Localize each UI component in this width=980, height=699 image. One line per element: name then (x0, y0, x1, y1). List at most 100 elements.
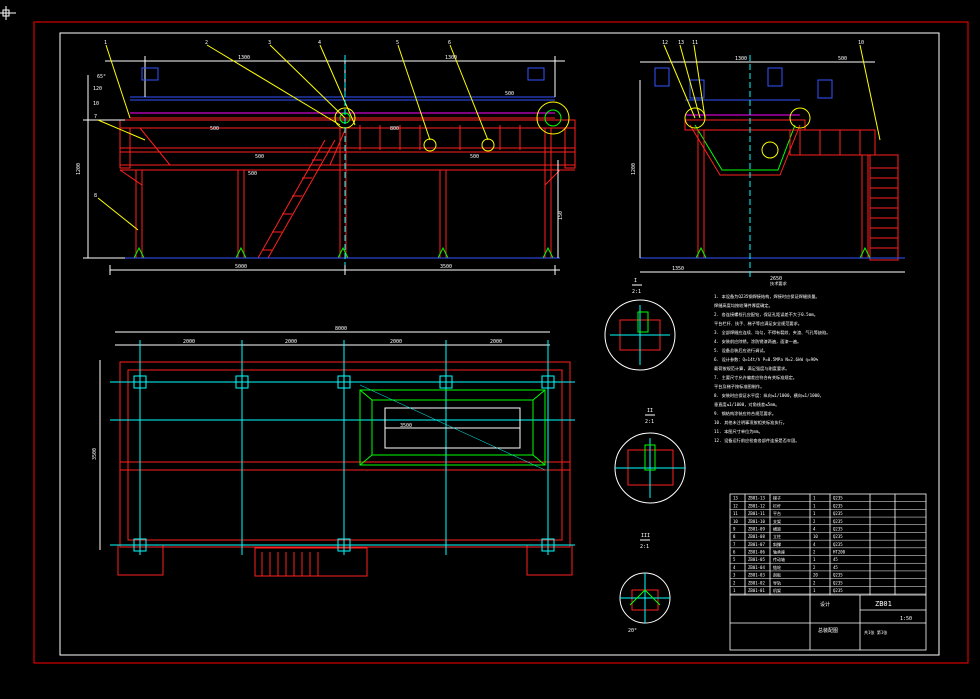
parts-cell: 4 (733, 565, 736, 570)
front-inner-label-1: 500 (210, 126, 219, 132)
parts-cell: Q235 (833, 496, 843, 501)
parts-cell: Q235 (833, 503, 843, 508)
notes-line-13: 垂直度≤1/1000，对角线差≤5mm。 (714, 401, 779, 408)
plan-seg-dim-3: 2000 (390, 339, 402, 345)
front-left-dim-3: 1200 (76, 163, 82, 175)
callout-1: 1 (104, 40, 107, 46)
parts-cell: ZB01-12 (748, 503, 765, 508)
parts-cell: 平台 (773, 510, 781, 516)
parts-cell: 13 (733, 496, 738, 501)
parts-cell: HT200 (833, 550, 846, 555)
front-angle: 65° (97, 74, 106, 80)
notes-line-7: 5. 设备总装后应进行调试。 (714, 347, 768, 354)
parts-cell: 2 (733, 580, 736, 585)
parts-cell: ZB01-08 (748, 534, 765, 539)
front-inner-label-4: 500 (470, 154, 479, 160)
parts-cell: 1 (813, 557, 816, 562)
side-callout-10: 10 (858, 40, 864, 46)
parts-cell: ZB01-13 (748, 496, 765, 501)
drawing-number: ZB01 (875, 600, 892, 608)
callout-2: 2 (205, 40, 208, 46)
parts-cell: 4 (813, 542, 816, 547)
plan-view (99, 331, 575, 577)
detail-ii-label: II (647, 408, 653, 414)
notes-line-4: 平台栏杆、扶手、梯子等应满足安全规范要求。 (714, 320, 802, 327)
parts-cell: Q235 (833, 573, 843, 578)
front-top-dim-2: 1300 (445, 55, 457, 61)
parts-cell: 9 (733, 526, 736, 531)
side-top-dim-2: 500 (838, 56, 847, 62)
parts-cell: 2 (813, 580, 816, 585)
parts-cell: ZB01-10 (748, 519, 765, 524)
parts-cell: 20 (813, 573, 818, 578)
front-callouts: 1 2 3 4 5 6 7 8 (94, 40, 451, 199)
parts-cell: Q235 (833, 526, 843, 531)
parts-cell: ZB01-02 (748, 580, 765, 585)
detail-i-label: I (634, 278, 637, 284)
plan-inner-dim: 3500 (400, 423, 412, 429)
callout-8: 8 (94, 193, 97, 199)
parts-cell: 立柱 (773, 533, 781, 539)
parts-cell: Q235 (833, 580, 843, 585)
front-inner-label-2: 500 (255, 154, 264, 160)
notes-line-8: 6. 设计参数：Q=14t/h P=0.5MPa N=2.6kW η=90% (714, 356, 819, 363)
parts-cell: 11 (733, 511, 738, 516)
parts-cell: ZB01-11 (748, 511, 765, 516)
notes-line-5: 3. 全部焊缝应连续、均匀，不得有裂纹、夹渣、气孔等缺陷。 (714, 329, 830, 336)
front-inner-label-6: 500 (248, 171, 257, 177)
plan-height-dim: 3500 (92, 448, 98, 460)
parts-cell: ZB01-05 (748, 557, 765, 562)
parts-cell: ZB01-06 (748, 550, 765, 555)
plan-seg-dim-2: 2000 (285, 339, 297, 345)
parts-cell: ZB01-07 (748, 542, 765, 547)
detail-i-scale: 2:1 (632, 289, 641, 295)
parts-cell: Q235 (833, 511, 843, 516)
front-top-dim-1: 1300 (238, 55, 250, 61)
parts-cell: 栏杆 (773, 502, 781, 508)
parts-cell: ZB01-01 (748, 588, 765, 593)
side-bottom-dim-1: 1350 (672, 266, 684, 272)
front-left-dim-2: 120 (93, 86, 102, 92)
notes-line-15: 10. 其他未注明事项按相关标准执行。 (714, 419, 787, 426)
sheet-info: 共1张 第1张 (864, 629, 887, 635)
side-view-labels: 12 13 11 10 1300 500 1200 1350 2650 (631, 40, 864, 282)
side-callout-11: 11 (692, 40, 698, 46)
technical-notes: 技术要求 1. 本设备为Q235钢焊接结构，焊接时应保证焊缝质量。 焊缝高度均按… (714, 280, 830, 444)
company-label: 设计 (820, 601, 830, 608)
notes-line-12: 8. 安装时应保证水平度：纵向≤1/1000，横向≤1/1000， (714, 392, 824, 399)
parts-cell: 传动轴 (773, 556, 785, 562)
notes-line-16: 11. 本图尺寸单位为mm。 (714, 428, 763, 435)
drawing-scale: 1:50 (900, 616, 912, 622)
parts-cell: 10 (733, 519, 738, 524)
plan-seg-dim-1: 2000 (183, 339, 195, 345)
parts-cell: Q235 (833, 519, 843, 524)
side-callout-12: 12 (662, 40, 668, 46)
parts-cell: 3 (733, 573, 736, 578)
parts-cell: 刮板 (773, 572, 781, 578)
parts-cell: 7 (733, 542, 736, 547)
callout-3: 3 (268, 40, 271, 46)
title-block (729, 493, 927, 651)
detail-views (604, 284, 686, 624)
detail-labels: I 2:1 II 2:1 III 2:1 20° (628, 278, 654, 634)
notes-line-9: 载荷按规范计算，满足强度与刚度要求。 (714, 365, 789, 372)
front-bottom-dim-1: 5000 (235, 264, 247, 270)
parts-cell: 2 (813, 519, 816, 524)
side-bottom-dim-2: 2650 (770, 276, 782, 282)
parts-cell: 2 (813, 550, 816, 555)
notes-line-17: 12. 设备运行前应检查各部件连接是否牢固。 (714, 437, 799, 444)
parts-cell: 8 (733, 534, 736, 539)
parts-cell: 12 (733, 503, 738, 508)
parts-cell: 梯子 (773, 495, 781, 501)
parts-cell: 45 (833, 565, 838, 570)
detail-angle: 20° (628, 628, 637, 634)
parts-cell: 1 (813, 503, 816, 508)
callout-5: 5 (396, 40, 399, 46)
plan-seg-dim-4: 2000 (490, 339, 502, 345)
detail-ii-scale: 2:1 (645, 419, 654, 425)
front-view-labels: 1300 1300 10 120 1200 500 500 800 500 50… (76, 55, 564, 270)
parts-cell: 1 (813, 496, 816, 501)
parts-cell: 1 (813, 511, 816, 516)
